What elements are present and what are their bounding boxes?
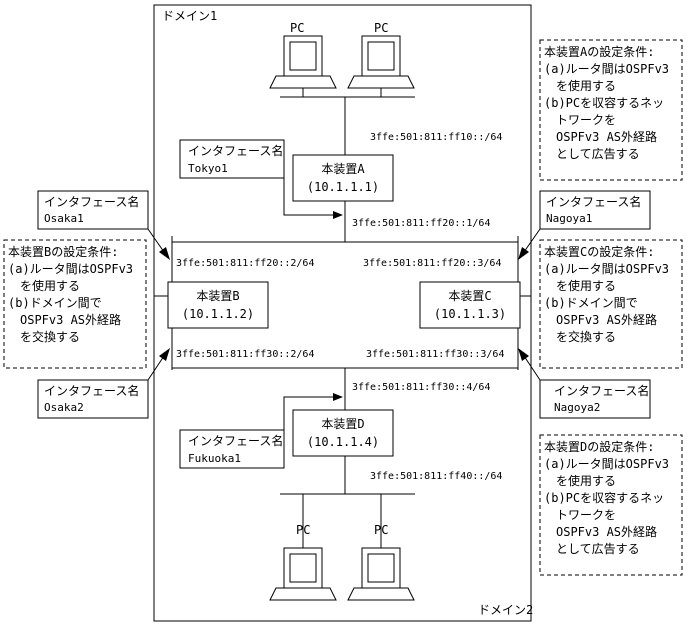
arrow-icon [159,348,170,361]
device-d [292,409,394,457]
condition-line: (a)ルータ間はOSPFv3 [544,262,669,276]
interface-osaka2-name: Osaka2 [44,401,84,414]
address-ff20-1: 3ffe:501:811:ff20::1/64 [352,218,490,229]
interface-nagoya1-box [539,190,651,230]
condition-line: 本装置Dの設定条件: [544,439,654,454]
condition-line: (b)PCを収容するネッ [544,490,664,505]
condition-line: を使用する [544,78,616,93]
interface-title: インタフェース名 [44,194,139,209]
condition-line: を交換する [8,329,80,344]
interface-title: インタフェース名 [188,433,283,448]
pc-icon [347,547,415,601]
device-b-ip: (10.1.1.2) [182,307,254,321]
condition-line: として広告する [544,542,640,556]
arrow-icon [518,247,529,260]
address-ff20-2: 3ffe:501:811:ff20::2/64 [176,258,314,269]
condition-line: トワークを [544,113,616,127]
condition-line: を使用する [8,278,80,293]
pc-label: PC [374,21,388,35]
domain1-label: ドメイン1 [162,9,217,23]
condition-box-b [3,239,147,369]
domain2-label: ドメイン2 [478,603,533,617]
condition-line: (b)PCを収容するネッ [544,95,664,110]
interface-fukuoka1-name: Fukuoka1 [188,452,241,465]
address-ff40: 3ffe:501:811:ff40::/64 [370,471,502,482]
interface-osaka1-box [37,190,149,230]
condition-line: (a)ルータ間はOSPFv3 [544,457,669,471]
condition-line: を使用する [544,278,616,293]
condition-line: OSPFv3 AS外経路 [8,312,121,327]
device-a [292,154,394,202]
condition-line: を使用する [544,473,616,488]
interface-nagoya1-name: Nagoya1 [546,212,592,225]
device-c [419,281,521,329]
address-ff10: 3ffe:501:811:ff10::/64 [370,132,502,143]
condition-line: 本装置Aの設定条件: [544,44,654,59]
condition-line: として広告する [544,147,640,161]
pc-label: PC [290,21,304,35]
device-b-name: 本装置B [196,289,239,303]
pc-icon [269,35,337,97]
condition-line: OSPFv3 AS外経路 [544,524,657,539]
condition-line: 本装置Cの設定条件: [544,244,654,259]
device-a-ip: (10.1.1.1) [307,180,379,194]
condition-box-c [539,239,683,369]
device-b [167,281,269,329]
condition-line: (b)ドメイン間で [8,296,102,310]
device-d-name: 本装置D [321,417,364,431]
pc-icon [347,35,415,97]
device-c-ip: (10.1.1.3) [434,307,506,321]
address-ff30-2: 3ffe:501:811:ff30::2/64 [176,349,314,360]
pc-label: PC [296,523,310,537]
interface-tokyo1-name: Tokyo1 [188,162,228,175]
condition-line: トワークを [544,508,616,522]
condition-line: (a)ルータ間はOSPFv3 [544,62,669,76]
interface-title: インタフェース名 [546,194,641,209]
pc-icon [269,547,337,601]
arrow-icon [159,247,170,260]
interface-title: インタフェース名 [554,383,649,398]
arrow-icon [333,211,343,219]
pc-label: PC [374,523,388,537]
condition-box-a [539,39,683,181]
condition-a-text: 本装置Aの設定条件: (a)ルータ間はOSPFv3 を使用する (b)PCを収容する… [544,44,669,161]
condition-line: OSPFv3 AS外経路 [544,129,657,144]
condition-box-d [539,434,683,576]
interface-osaka1-name: Osaka1 [44,212,84,225]
condition-line: (b)ドメイン間で [544,296,638,310]
address-ff30-3: 3ffe:501:811:ff30::3/64 [366,349,504,360]
interface-nagoya2-box [539,379,651,419]
arrow-icon [518,348,529,361]
condition-b-text: 本装置Bの設定条件:(a)ルータ間はOSPFv3 を使用する(b)ドメイン間で … [8,244,133,344]
device-c-name: 本装置C [448,289,491,303]
condition-line: OSPFv3 AS外経路 [544,312,657,327]
interface-title: インタフェース名 [188,143,283,158]
interface-osaka2-box [37,379,149,419]
arrow-icon [333,393,343,401]
interface-tokyo1-box [179,139,285,179]
condition-c-text: 本装置Cの設定条件:(a)ルータ間はOSPFv3 を使用する(b)ドメイン間で … [544,244,669,344]
condition-line: 本装置Bの設定条件: [8,244,118,259]
condition-d-text: 本装置Dの設定条件: (a)ルータ間はOSPFv3 を使用する (b)PCを収容する… [544,439,669,556]
device-a-name: 本装置A [321,162,365,176]
condition-line: を交換する [544,329,616,344]
condition-line: (a)ルータ間はOSPFv3 [8,262,133,276]
interface-title: インタフェース名 [44,383,139,398]
interface-fukuoka1-box [179,429,285,469]
device-d-ip: (10.1.1.4) [307,435,379,449]
address-ff20-3: 3ffe:501:811:ff20::3/64 [363,258,501,269]
address-ff30-4: 3ffe:501:811:ff30::4/64 [352,382,490,393]
interface-nagoya2-name: Nagoya2 [554,401,600,414]
